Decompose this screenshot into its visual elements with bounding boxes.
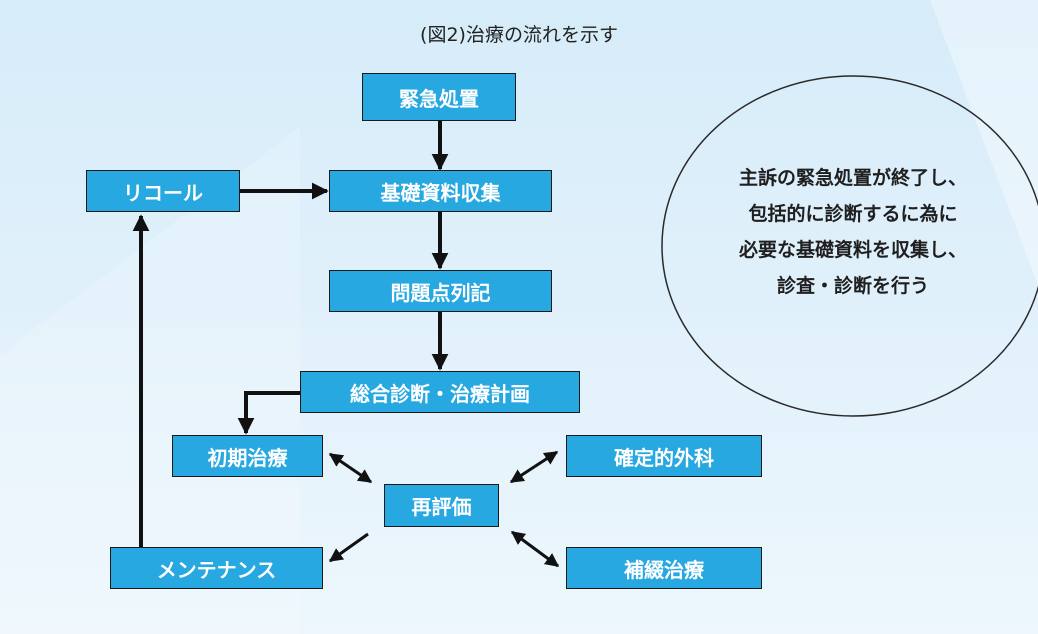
node-prosthetic: 補綴治療	[566, 547, 762, 589]
node-label: 再評価	[411, 495, 472, 519]
node-definitive-surgery: 確定的外科	[566, 435, 762, 477]
node-data-collection: 基礎資料収集	[329, 170, 552, 212]
node-problem-list: 問題点列記	[329, 270, 552, 312]
arrow-diagnosis-plan-to-initial-therapy	[237, 391, 300, 435]
node-label: 問題点列記	[390, 280, 491, 305]
node-label: 総合診断・治療計画	[350, 381, 530, 406]
node-reevaluation: 再評価	[384, 484, 499, 527]
node-label: 基礎資料収集	[380, 180, 501, 205]
arrow-reevaluation-to-maintenance	[328, 532, 369, 563]
node-diagnosis-plan: 総合診断・治療計画	[300, 371, 580, 413]
node-label: 確定的外科	[614, 445, 714, 470]
node-label: メンテナンス	[156, 557, 277, 582]
node-label: 補綴治療	[624, 557, 704, 582]
node-recall: リコール	[86, 170, 240, 212]
node-emergency: 緊急処置	[362, 73, 516, 121]
note-line: 診査・診断を行う	[776, 275, 929, 297]
note-text: 主訴の緊急処置が終了し、 包括的に診断するに為に 必要な基礎資料を収集し、 診査…	[660, 160, 1038, 304]
arrow-definitive-surgery-reevaluation	[509, 450, 559, 484]
node-maintenance: メンテナンス	[110, 547, 323, 589]
note-line: 必要な基礎資料を収集し、	[738, 239, 967, 261]
note-ellipse	[661, 75, 1038, 417]
node-label: リコール	[123, 180, 203, 205]
node-label: 初期治療	[207, 445, 288, 470]
diagram-title: (図2)治療の流れを示す	[420, 24, 618, 46]
arrow-prosthetic-reevaluation	[510, 530, 560, 568]
arrow-initial-therapy-reevaluation	[328, 452, 373, 484]
node-label: 緊急処置	[399, 86, 479, 111]
note-line: 主訴の緊急処置が終了し、	[738, 167, 967, 189]
node-initial-therapy: 初期治療	[172, 435, 323, 477]
note-line: 包括的に診断するに為に	[748, 203, 958, 225]
